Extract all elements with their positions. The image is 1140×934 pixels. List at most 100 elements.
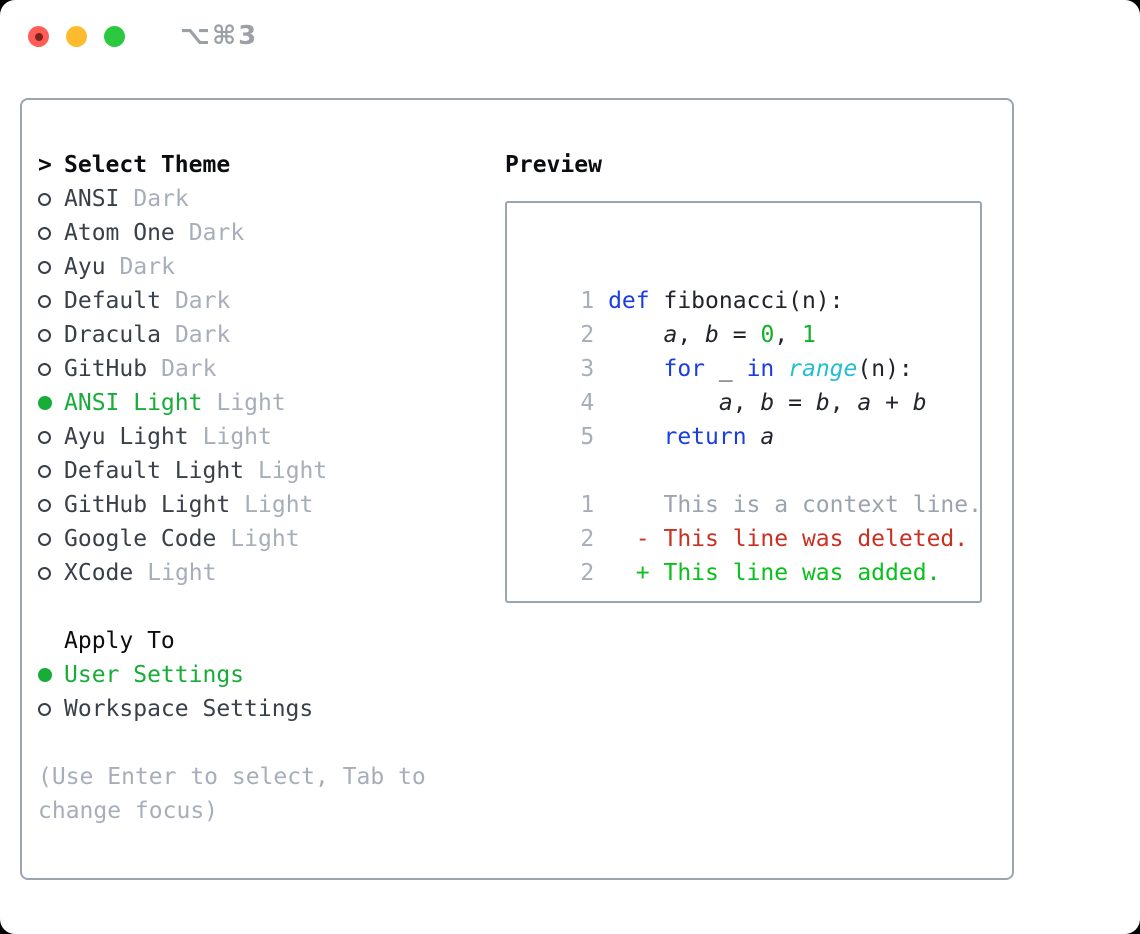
theme-option[interactable]: ANSI Light Light (38, 386, 478, 420)
theme-variant-badge: Light (258, 458, 328, 484)
radio-slot (38, 396, 64, 410)
code-tokens: a, b = 0, 1 (608, 322, 816, 348)
code-tokens: for _ in range(n): (608, 356, 912, 382)
theme-option[interactable]: GitHub Dark (38, 352, 478, 386)
radio-icon (38, 498, 51, 512)
code-token: b (912, 390, 927, 416)
code-token: for (663, 356, 706, 382)
code-token: a (718, 390, 733, 416)
line-number: 5 (580, 424, 595, 450)
focus-caret-icon: > (38, 152, 52, 178)
radio-icon (38, 260, 51, 274)
radio-slot (38, 498, 64, 512)
code-token: a (663, 322, 678, 348)
code-token (774, 356, 788, 382)
code-tokens: def fibonacci(n): (608, 288, 843, 314)
code-token (747, 424, 761, 450)
radio-icon (38, 294, 51, 308)
theme-option[interactable]: ANSI Dark (38, 182, 478, 216)
radio-slot (38, 702, 64, 716)
code-token: a (760, 424, 775, 450)
radio-slot (38, 464, 64, 478)
code-token (608, 424, 663, 450)
theme-option[interactable]: Google Code Light (38, 522, 478, 556)
code-token: 0 (760, 322, 775, 348)
theme-name: Dracula (64, 322, 161, 348)
theme-option[interactable]: Default Light Light (38, 454, 478, 488)
preview-header: Preview (505, 152, 602, 178)
theme-variant-badge: Dark (119, 254, 175, 280)
theme-list: ANSI Dark Atom One Dark Ayu Dark Default… (38, 182, 478, 590)
theme-name: GitHub Light (64, 492, 231, 518)
radio-slot (38, 328, 64, 342)
code-token: fibonacci(n): (649, 288, 844, 314)
theme-name: ANSI (64, 186, 120, 212)
apply-option-label: User Settings (64, 662, 245, 688)
theme-option[interactable]: Ayu Dark (38, 250, 478, 284)
radio-icon (38, 532, 51, 546)
spacer (38, 590, 478, 624)
radio-icon (38, 362, 51, 376)
close-button[interactable] (28, 26, 49, 47)
code-token: + This line was added. (608, 560, 941, 586)
radio-slot (38, 668, 64, 682)
unsaved-indicator-dot (34, 32, 43, 41)
zoom-button[interactable] (104, 26, 125, 47)
theme-name: GitHub (64, 356, 148, 382)
code-token: a (857, 390, 872, 416)
theme-variant-badge: Light (202, 424, 272, 450)
radio-slot (38, 192, 64, 206)
line-number: 3 (580, 356, 595, 382)
code-token: range (788, 356, 858, 382)
theme-variant-badge: Light (230, 526, 300, 552)
theme-option[interactable]: Atom One Dark (38, 216, 478, 250)
theme-name: Google Code (64, 526, 217, 552)
code-token: _ (705, 356, 747, 382)
radio-icon (38, 464, 51, 478)
window-title: ⌥⌘3 (180, 21, 259, 51)
code-tokens: return a (608, 424, 774, 450)
code-token: b (705, 322, 719, 348)
theme-option[interactable]: Ayu Light Light (38, 420, 478, 454)
apply-to-header: Apply To (64, 628, 175, 654)
theme-variant-badge: Light (244, 492, 314, 518)
radio-icon (38, 702, 51, 716)
theme-option[interactable]: XCode Light (38, 556, 478, 590)
code-token: 1 (802, 322, 816, 348)
code-token: - This line was deleted. (608, 526, 969, 552)
help-text: (Use Enter to select, Tab to change focu… (38, 760, 478, 828)
code-token: return (663, 424, 747, 450)
code-token: def (608, 288, 650, 314)
apply-option[interactable]: User Settings (38, 658, 478, 692)
code-line: 2 + This line was added. (525, 522, 980, 586)
theme-option[interactable]: GitHub Light Light (38, 488, 478, 522)
code-token (608, 356, 663, 382)
radio-slot (38, 532, 64, 546)
line-number: 2 (580, 322, 595, 348)
code-line: 4 a, b = b, a + b (525, 352, 980, 416)
spacer (38, 726, 478, 760)
theme-variant-badge: Dark (188, 220, 245, 246)
line-number: 1 (580, 492, 595, 518)
code-token (608, 322, 663, 348)
titlebar: ⌥⌘3 (28, 21, 259, 51)
radio-slot (38, 566, 64, 580)
code-token (608, 390, 719, 416)
minimize-button[interactable] (66, 26, 87, 47)
code-tokens: a, b = b, a + b (608, 390, 927, 416)
help-text-line: (Use Enter to select, Tab to (38, 764, 426, 790)
apply-option[interactable]: Workspace Settings (38, 692, 478, 726)
code-token: + (871, 390, 913, 416)
theme-option[interactable]: Default Dark (38, 284, 478, 318)
line-number: 4 (580, 390, 595, 416)
theme-settings-panel: > Select Theme ANSI Dark Atom One Dark A… (20, 98, 1014, 880)
code-token: = (718, 322, 761, 348)
code-tokens: - This line was deleted. (608, 526, 968, 552)
theme-option[interactable]: Dracula Dark (38, 318, 478, 352)
theme-name: ANSI Light (64, 390, 203, 416)
